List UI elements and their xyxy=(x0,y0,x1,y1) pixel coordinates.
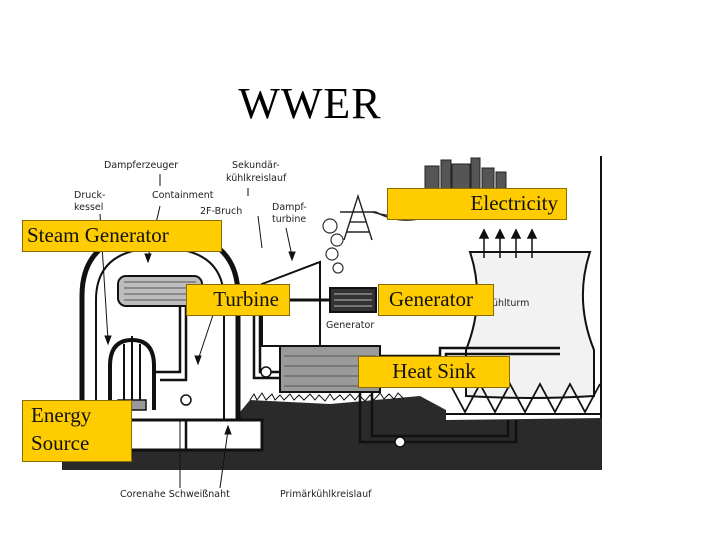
callout-turbine: Turbine xyxy=(186,284,290,316)
slide-title: WWER xyxy=(238,79,382,128)
generator-machine xyxy=(290,287,377,313)
label-druck-2: kessel xyxy=(74,202,103,213)
label-containment: Containment xyxy=(152,190,214,201)
label-druck-1: Druck- xyxy=(74,190,105,201)
callout-electricity: Electricity xyxy=(387,188,567,220)
label-sekundaer-1: Sekundär- xyxy=(232,160,280,171)
label-primaer: Primärkühlkreislauf xyxy=(280,489,372,500)
steam-generator-vessel xyxy=(117,275,203,307)
label-corenahe: Corenahe Schweißnaht xyxy=(120,489,230,500)
reactor-vessel xyxy=(108,336,156,411)
pump-symbols xyxy=(180,366,406,448)
callout-generator: Generator xyxy=(378,284,494,316)
label-dampferzeuger: Dampferzeuger xyxy=(104,160,178,171)
callout-steam-generator: Steam Generator xyxy=(22,220,222,252)
city-skyline xyxy=(424,157,507,195)
label-2f-bruch: 2F-Bruch xyxy=(200,206,242,217)
label-sekundaer-2: kühlkreislauf xyxy=(226,173,287,184)
callout-heat-sink: Heat Sink xyxy=(358,356,510,388)
label-generator-small: Generator xyxy=(326,320,374,331)
callout-energy-source: Energy Source xyxy=(22,400,132,462)
steam-plume xyxy=(322,218,344,274)
label-kuehlturm: ühlturm xyxy=(492,298,529,309)
grass-texture xyxy=(249,392,405,402)
label-dampf-1: Dampf- xyxy=(272,202,307,213)
label-dampf-2: turbine xyxy=(272,214,306,225)
